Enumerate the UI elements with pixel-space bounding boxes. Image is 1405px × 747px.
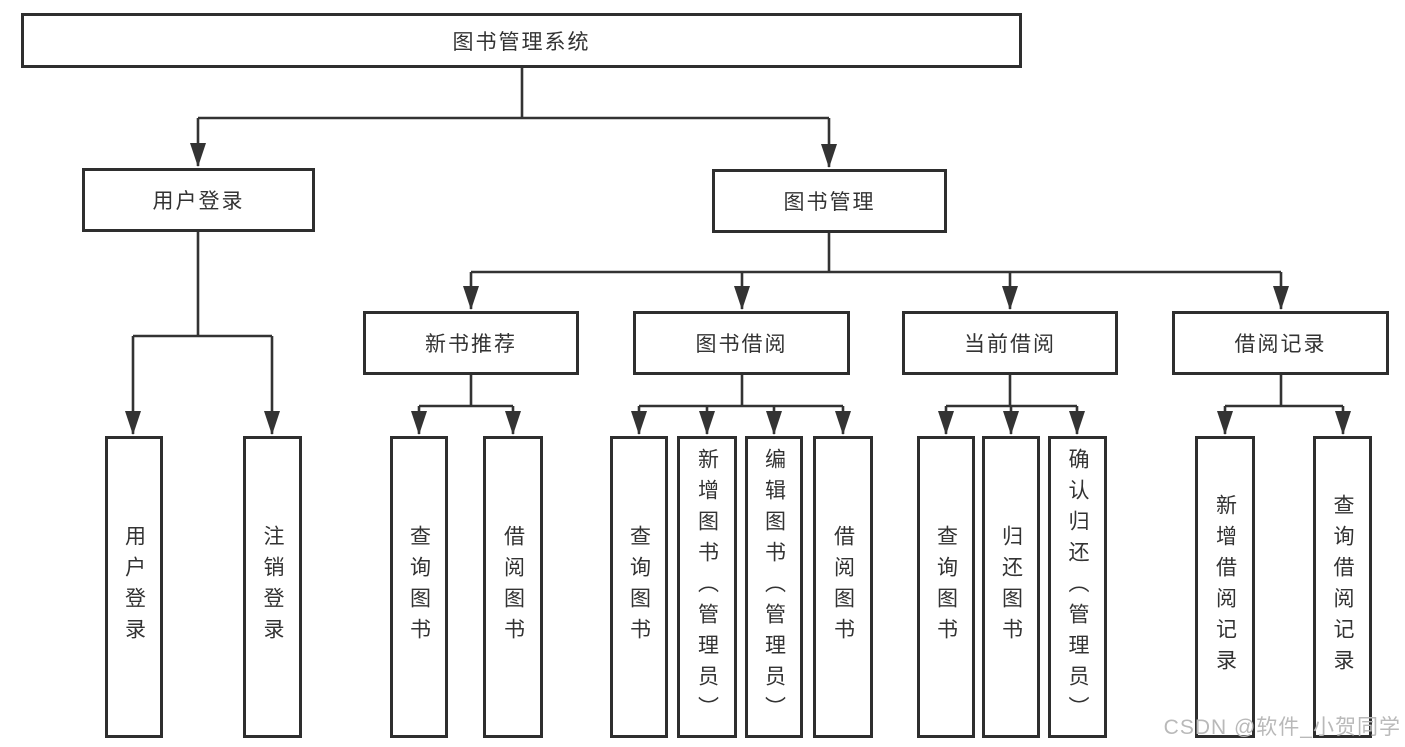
leaf-label: 注销登录 [261,525,284,649]
leaf-label: 归还图书 [999,525,1023,649]
node-borrow-records: 借阅记录 [1172,311,1389,375]
leaf-query-books-recommend: 查询图书 [390,436,448,738]
leaf-add-books-admin: 新增图书（管理员） [677,436,737,738]
leaf-borrow-books: 借阅图书 [813,436,873,738]
leaf-logout: 注销登录 [243,436,302,738]
leaf-label: 确认归还（管理员） [1066,447,1089,727]
watermark: CSDN @软件_小贺同学 [1163,716,1401,739]
leaf-label: 查询借阅记录 [1331,494,1354,680]
leaf-return-books: 归还图书 [982,436,1040,738]
node-user-login: 用户登录 [82,168,315,232]
leaf-user-login: 用户登录 [105,436,163,738]
leaf-confirm-return-admin: 确认归还（管理员） [1048,436,1107,738]
leaf-label: 查询图书 [934,525,958,649]
leaf-label: 编辑图书（管理员） [762,447,786,727]
leaf-query-books-current: 查询图书 [917,436,975,738]
leaf-label: 查询图书 [627,525,651,649]
node-book-borrow: 图书借阅 [633,311,850,375]
leaf-label: 借阅图书 [501,525,525,649]
leaf-query-books-borrow: 查询图书 [610,436,668,738]
leaf-label: 用户登录 [122,525,146,649]
leaf-add-borrow-record: 新增借阅记录 [1195,436,1255,738]
node-current-borrow: 当前借阅 [902,311,1118,375]
node-book-management: 图书管理 [712,169,947,233]
leaf-query-borrow-record: 查询借阅记录 [1313,436,1372,738]
node-new-book-recommend: 新书推荐 [363,311,579,375]
leaf-label: 新增图书（管理员） [695,447,719,727]
leaf-borrow-books-recommend: 借阅图书 [483,436,543,738]
leaf-label: 查询图书 [407,525,431,649]
leaf-edit-books-admin: 编辑图书（管理员） [745,436,803,738]
leaf-label: 新增借阅记录 [1213,494,1237,680]
leaf-label: 借阅图书 [831,525,855,649]
node-root: 图书管理系统 [21,13,1022,68]
